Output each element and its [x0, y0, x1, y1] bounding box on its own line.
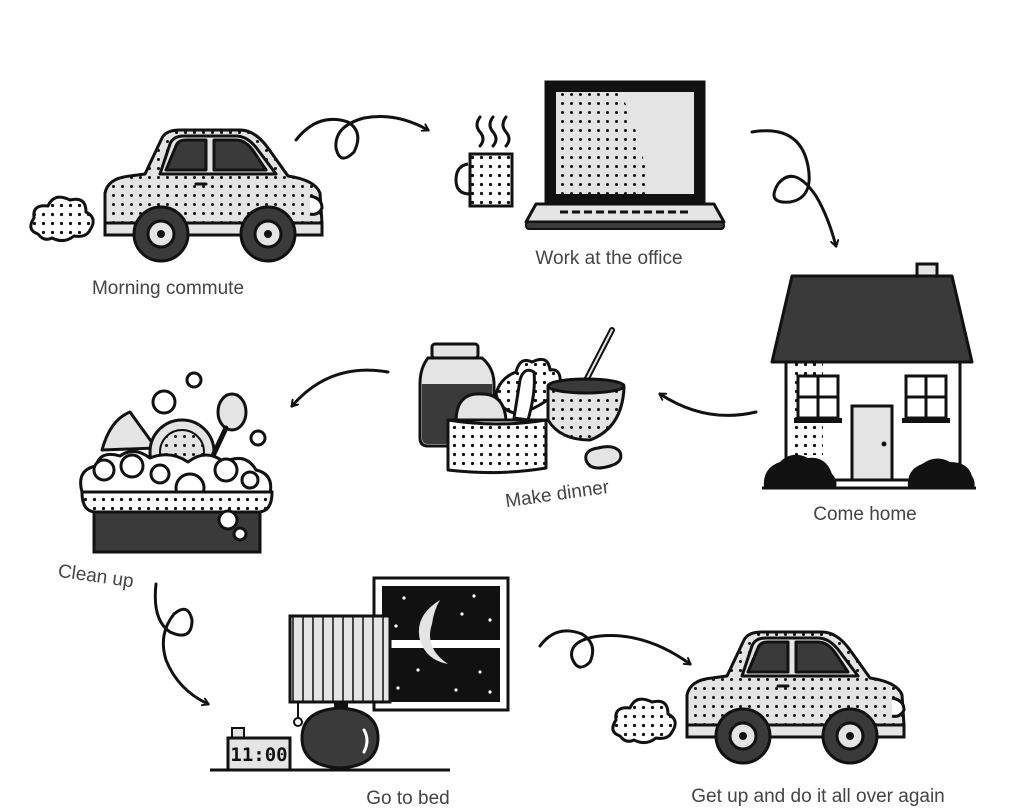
house-window [794, 374, 842, 423]
vegetables-icon [494, 357, 562, 422]
come-home-step: Come home [762, 262, 976, 525]
mixing-bowl-icon [546, 327, 626, 470]
bush [763, 454, 837, 488]
basket-icon [446, 392, 548, 475]
exhaust-cloud-icon [611, 697, 677, 745]
coffee-mug-icon [454, 152, 514, 208]
night-window-icon [372, 576, 510, 712]
clean-up-step: Clean up [57, 371, 274, 592]
clock-time: 11:00 [230, 744, 287, 766]
step-label: Go to bed [366, 788, 449, 809]
flow-arrow [660, 392, 758, 417]
step-label: Morning commute [92, 278, 244, 299]
step-label: Clean up [57, 561, 135, 592]
car-icon [685, 630, 906, 765]
sink-with-dishes-icon [79, 371, 274, 554]
flow-arrow [750, 129, 836, 246]
step-label: Get up and do it all over again [691, 786, 945, 807]
laptop-icon [524, 80, 726, 230]
step-label: Make dinner [504, 477, 611, 512]
flow-arrow [290, 368, 390, 406]
car-icon [103, 128, 324, 263]
house-window [902, 374, 950, 423]
exhaust-cloud-icon [29, 195, 95, 243]
flow-arrow [294, 115, 428, 160]
go-to-bed-step: 11:00 Go to bed [210, 576, 510, 809]
house-icon [762, 262, 976, 490]
work-at-office-step: Work at the office [454, 80, 726, 269]
make-dinner-step: Make dinner [418, 327, 626, 512]
bedside-lamp-icon [288, 614, 392, 770]
flow-arrow [538, 629, 690, 669]
step-label: Come home [813, 504, 917, 525]
step-label: Work at the office [535, 248, 682, 269]
alarm-clock-icon: 11:00 [226, 727, 292, 772]
get-up-again-step: Get up and do it all over again [611, 630, 945, 807]
bush [907, 458, 975, 488]
flow-arrow [153, 582, 208, 704]
steam-icon [475, 115, 511, 148]
moon-icon [418, 600, 448, 664]
morning-commute-step: Morning commute [29, 128, 324, 299]
